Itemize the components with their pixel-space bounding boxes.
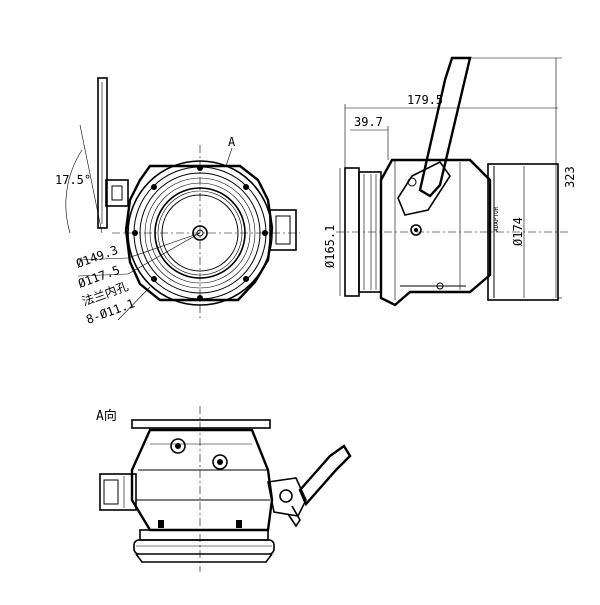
angle-dimension: 17.5° — [55, 173, 91, 187]
svg-text:ADAPTOR: ADAPTOR — [493, 206, 500, 232]
front-view: 17.5° A Ø149.3 Ø117.5 法兰内孔 8-Ø11.1 — [55, 77, 300, 327]
bolt-hole — [243, 184, 249, 190]
a-bottom-flange — [139, 529, 269, 541]
front-body-outline — [124, 164, 274, 302]
side-handle — [418, 56, 472, 198]
a-left-actuator — [99, 473, 137, 511]
dim-left-diameter: Ø165.1 — [323, 225, 337, 268]
dim-right-diameter: Ø174 — [511, 217, 525, 246]
bolt-hole — [151, 276, 157, 282]
bolt-hole — [151, 184, 157, 190]
a-handle — [298, 444, 352, 507]
bolt-hole — [243, 276, 249, 282]
a-body-outline — [130, 428, 274, 532]
dim-offset: 39.7 — [354, 115, 383, 129]
side-view: ADAPTOR 179.5 39.7 323 Ø165.1 Ø174 — [323, 56, 577, 307]
a-view-label: A向 — [96, 408, 117, 424]
view-marker-a: A — [228, 135, 236, 149]
front-handle — [97, 77, 108, 229]
front-handle-hinge — [105, 179, 129, 207]
a-view: A向 — [96, 406, 352, 572]
side-body-outline — [379, 158, 492, 307]
dim-height: 323 — [563, 166, 577, 188]
bolt-hole — [262, 230, 268, 236]
front-side-actuator — [269, 209, 297, 251]
dim-length: 179.5 — [407, 93, 443, 107]
bolt-hole — [197, 295, 203, 301]
a-top-flange — [131, 419, 271, 429]
